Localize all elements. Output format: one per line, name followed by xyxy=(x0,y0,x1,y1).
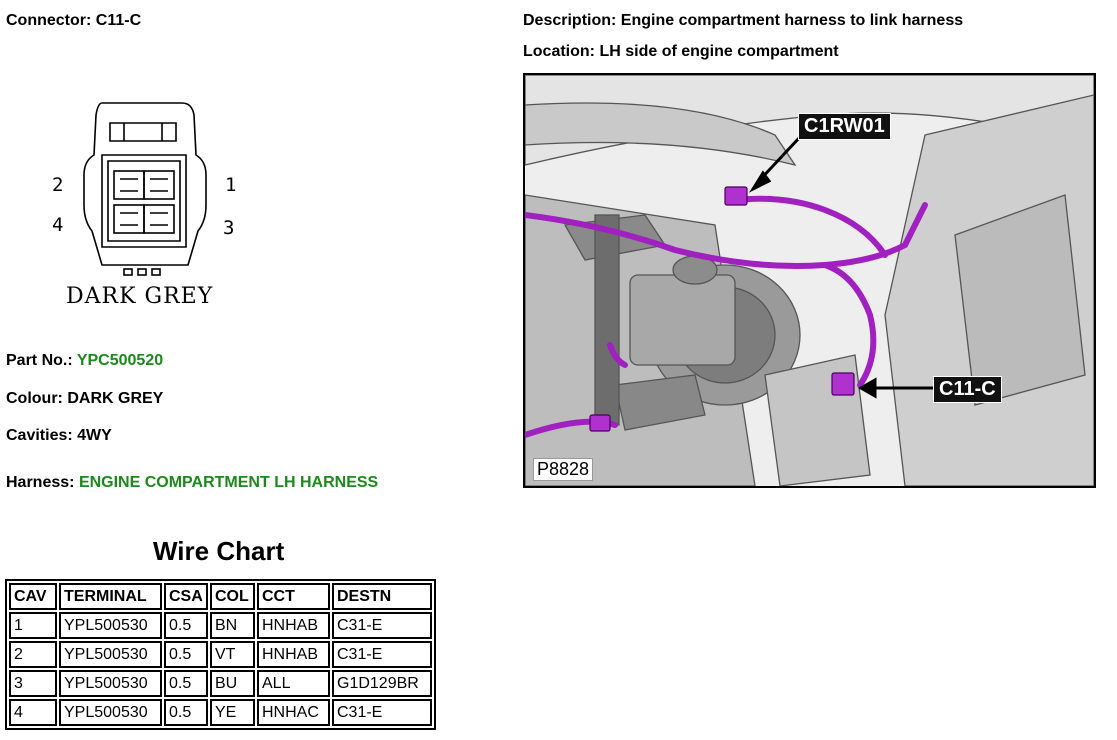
cell-destn: C31-E xyxy=(332,699,432,726)
cell-csa: 0.5 xyxy=(164,641,208,668)
pin-number-1: 1 xyxy=(225,174,237,196)
wire-chart-header-row: CAV TERMINAL CSA COL CCT DESTN xyxy=(9,583,432,610)
colour-value: DARK GREY xyxy=(67,390,164,407)
location-label: Location: xyxy=(523,43,595,60)
cavities-label: Cavities: xyxy=(6,427,73,444)
cell-terminal: YPL500530 xyxy=(59,699,162,726)
cell-destn: C31-E xyxy=(332,641,432,668)
harness-label: Harness: xyxy=(6,474,75,491)
cell-col: BU xyxy=(210,670,255,697)
pin-number-2: 2 xyxy=(52,174,64,196)
cell-destn: C31-E xyxy=(332,612,432,639)
cell-col: VT xyxy=(210,641,255,668)
part-number-label: Part No.: xyxy=(6,352,73,369)
harness-line: Harness: ENGINE COMPARTMENT LH HARNESS xyxy=(6,474,378,492)
connector-value: C11-C xyxy=(95,12,142,29)
part-number-link[interactable]: YPC500520 xyxy=(76,352,164,369)
cell-col: BN xyxy=(210,612,255,639)
location-illustration: C1RW01 C11-C P8828 xyxy=(523,73,1096,488)
header-col: COL xyxy=(210,583,255,610)
table-row: 1 YPL500530 0.5 BN HNHAB C31-E xyxy=(9,612,432,639)
callout-c11-c: C11-C xyxy=(933,376,1002,403)
engine-bay-drawing xyxy=(525,75,1094,486)
connector-face-diagram xyxy=(83,102,207,276)
header-destn: DESTN xyxy=(332,583,432,610)
cell-destn: G1D129BR xyxy=(332,670,432,697)
cell-cav: 2 xyxy=(9,641,57,668)
cavities-line: Cavities: 4WY xyxy=(6,427,112,445)
wire-chart-table: CAV TERMINAL CSA COL CCT DESTN 1 YPL5005… xyxy=(5,579,436,730)
table-row: 2 YPL500530 0.5 VT HNHAB C31-E xyxy=(9,641,432,668)
part-number-line: Part No.: YPC500520 xyxy=(6,352,163,370)
location-line: Location: LH side of engine compartment xyxy=(523,43,839,61)
header-cav: CAV xyxy=(9,583,57,610)
cell-cct: HNHAB xyxy=(257,612,330,639)
cell-terminal: YPL500530 xyxy=(59,641,162,668)
colour-label: Colour: xyxy=(6,390,63,407)
cell-cct: HNHAB xyxy=(257,641,330,668)
table-row: 4 YPL500530 0.5 YE HNHAC C31-E xyxy=(9,699,432,726)
pin-number-4: 4 xyxy=(52,214,64,236)
header-csa: CSA xyxy=(164,583,208,610)
cell-terminal: YPL500530 xyxy=(59,670,162,697)
description-label: Description: xyxy=(523,12,617,29)
callout-c1rw01: C1RW01 xyxy=(798,113,891,140)
connector-label: Connector: xyxy=(6,12,92,29)
figure-id: P8828 xyxy=(533,458,594,481)
cell-csa: 0.5 xyxy=(164,699,208,726)
cell-cav: 3 xyxy=(9,670,57,697)
cavities-value: 4WY xyxy=(77,427,112,444)
pin-number-3: 3 xyxy=(223,217,235,239)
colour-line: Colour: DARK GREY xyxy=(6,390,163,408)
description-line: Description: Engine compartment harness … xyxy=(523,12,963,30)
cell-cct: HNHAC xyxy=(257,699,330,726)
connector-heading: Connector: C11-C xyxy=(6,12,141,30)
cell-csa: 0.5 xyxy=(164,670,208,697)
location-value: LH side of engine compartment xyxy=(599,43,839,60)
cell-col: YE xyxy=(210,699,255,726)
cell-cav: 4 xyxy=(9,699,57,726)
wire-chart-title: Wire Chart xyxy=(153,536,285,566)
cell-csa: 0.5 xyxy=(164,612,208,639)
header-cct: CCT xyxy=(257,583,330,610)
cell-terminal: YPL500530 xyxy=(59,612,162,639)
harness-link[interactable]: ENGINE COMPARTMENT LH HARNESS xyxy=(78,474,379,491)
description-value: Engine compartment harness to link harne… xyxy=(620,12,964,29)
connector-colour-caption: DARK GREY xyxy=(66,284,214,309)
cell-cct: ALL xyxy=(257,670,330,697)
header-terminal: TERMINAL xyxy=(59,583,162,610)
cell-cav: 1 xyxy=(9,612,57,639)
table-row: 3 YPL500530 0.5 BU ALL G1D129BR xyxy=(9,670,432,697)
